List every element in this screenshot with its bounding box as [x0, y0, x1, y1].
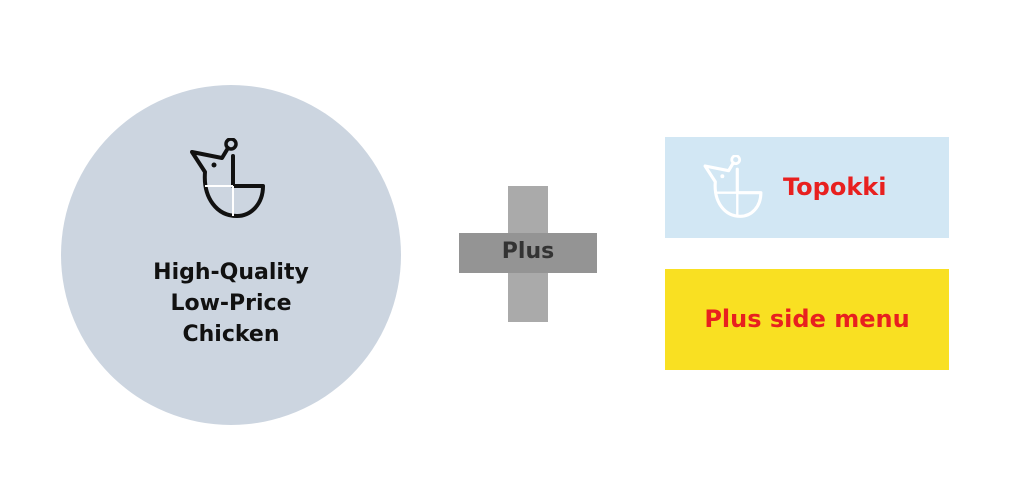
chicken-circle: High-Quality Low-Price Chicken — [61, 85, 401, 425]
description-line-3: Chicken — [182, 322, 280, 347]
chicken-icon — [190, 138, 265, 218]
plus-sign-horizontal — [459, 233, 597, 273]
side-menu-option: Plus side menu — [665, 269, 949, 370]
topokki-option: Topokki — [665, 137, 949, 238]
chicken-icon — [703, 155, 763, 218]
description-line-1: High-Quality — [153, 260, 309, 285]
chicken-description: High-Quality Low-Price Chicken — [61, 257, 401, 350]
side-menu-label: Plus side menu — [704, 305, 910, 333]
plus-label: Plus — [501, 239, 555, 264]
topokki-label: Topokki — [783, 173, 887, 201]
description-line-2: Low-Price — [170, 291, 292, 316]
